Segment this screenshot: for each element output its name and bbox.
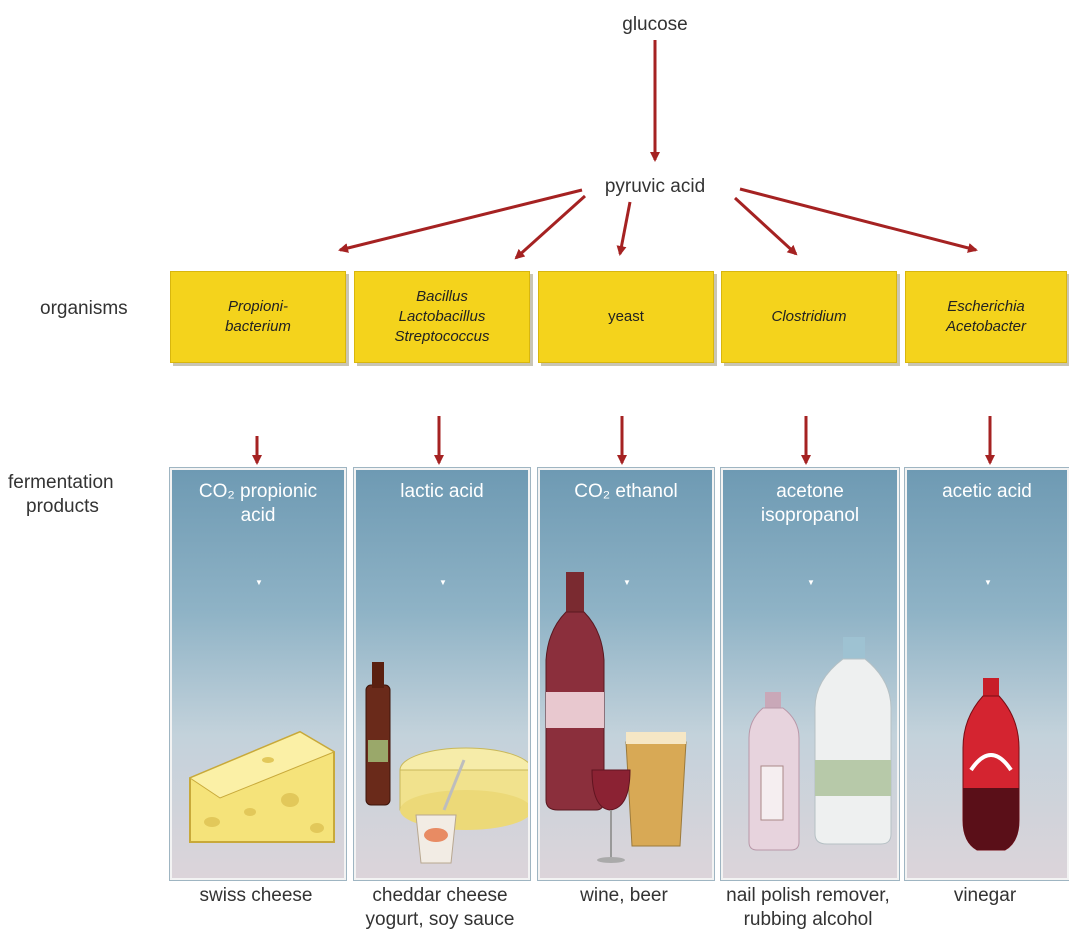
organism-box-propionibacterium: Propioni-bacterium (170, 271, 346, 363)
organisms-row-label: organisms (40, 298, 128, 319)
product-line: isopropanol (760, 505, 860, 526)
product-panel-propionic: CO₂ propionic acid ▼ (170, 468, 346, 880)
fermentation-products-row-label: fermentation products (8, 471, 114, 519)
tick-icon: ▼ (984, 578, 992, 587)
product-title: acetic acid (907, 480, 1067, 504)
caption-line: wine, beer (580, 885, 668, 906)
wine-beer-illustration (545, 572, 687, 863)
caption-line: yogurt, soy sauce (365, 909, 515, 930)
organism-line: Streptococcus (394, 328, 490, 345)
caption-vinegar: vinegar (905, 884, 1065, 908)
arrow-to-bacillus (514, 194, 587, 260)
product-panel-lactic: lactic acid ▼ (354, 468, 530, 880)
organism-line: Lactobacillus (398, 308, 486, 325)
tick-icon: ▼ (623, 578, 631, 587)
pyruvic-acid-label: pyruvic acid (604, 176, 706, 197)
caption-swiss-cheese: swiss cheese (170, 884, 342, 908)
arrow-to-yeast (616, 201, 632, 256)
product-panel-acetone: acetone isopropanol ▼ (721, 468, 899, 880)
product-line: CO₂ propionic (198, 481, 318, 502)
fermentation-label-line1: fermentation (8, 472, 114, 493)
caption-line: vinegar (953, 885, 1017, 906)
organism-line: Propioni- (227, 298, 288, 315)
organism-line: Escherichia (947, 298, 1025, 315)
organism-line: Bacillus (416, 288, 468, 305)
product-line: lactic acid (400, 481, 484, 502)
arrow-to-escherichia (739, 187, 978, 253)
product-panel-acetic: acetic acid ▼ (905, 468, 1069, 880)
organism-line: bacterium (225, 318, 291, 335)
caption-line: rubbing alcohol (743, 909, 873, 930)
organism-box-yeast: yeast (538, 271, 714, 363)
product-line: CO₂ ethanol (574, 481, 678, 502)
product-title: lactic acid (356, 480, 528, 504)
caption-wine-beer: wine, beer (538, 884, 710, 908)
tick-icon: ▼ (439, 578, 447, 587)
caption-line: cheddar cheese (372, 885, 508, 906)
organism-box-clostridium: Clostridium (721, 271, 897, 363)
product-panel-ethanol: CO₂ ethanol ▼ (538, 468, 714, 880)
product-title: CO₂ ethanol (540, 480, 712, 504)
caption-solvents: nail polish remover, rubbing alcohol (706, 884, 910, 932)
organism-line: Clostridium (771, 308, 847, 325)
glucose-label: glucose (622, 14, 688, 35)
organism-line: yeast (608, 308, 644, 325)
product-line: acetone (776, 481, 844, 502)
tick-icon: ▼ (807, 578, 815, 587)
vinegar-bottle-illustration (962, 678, 1020, 851)
arrow-to-clostridium (733, 196, 798, 256)
product-line: acid (240, 505, 276, 526)
fermentation-label-line2: products (26, 496, 99, 517)
arrow-to-propionibacterium (338, 188, 583, 253)
tick-icon: ▼ (255, 578, 263, 587)
caption-line: swiss cheese (199, 885, 313, 906)
cheddar-yogurt-illustration (365, 662, 528, 864)
organism-line: Acetobacter (945, 318, 1027, 335)
product-title: CO₂ propionic acid (172, 480, 344, 528)
product-line: acetic acid (942, 481, 1032, 502)
caption-cheddar-yogurt: cheddar cheese yogurt, soy sauce (344, 884, 536, 932)
caption-line: nail polish remover, (726, 885, 890, 906)
solvent-bottles-illustration (748, 637, 892, 851)
product-title: acetone isopropanol (723, 480, 897, 528)
swiss-cheese-illustration (188, 730, 336, 843)
